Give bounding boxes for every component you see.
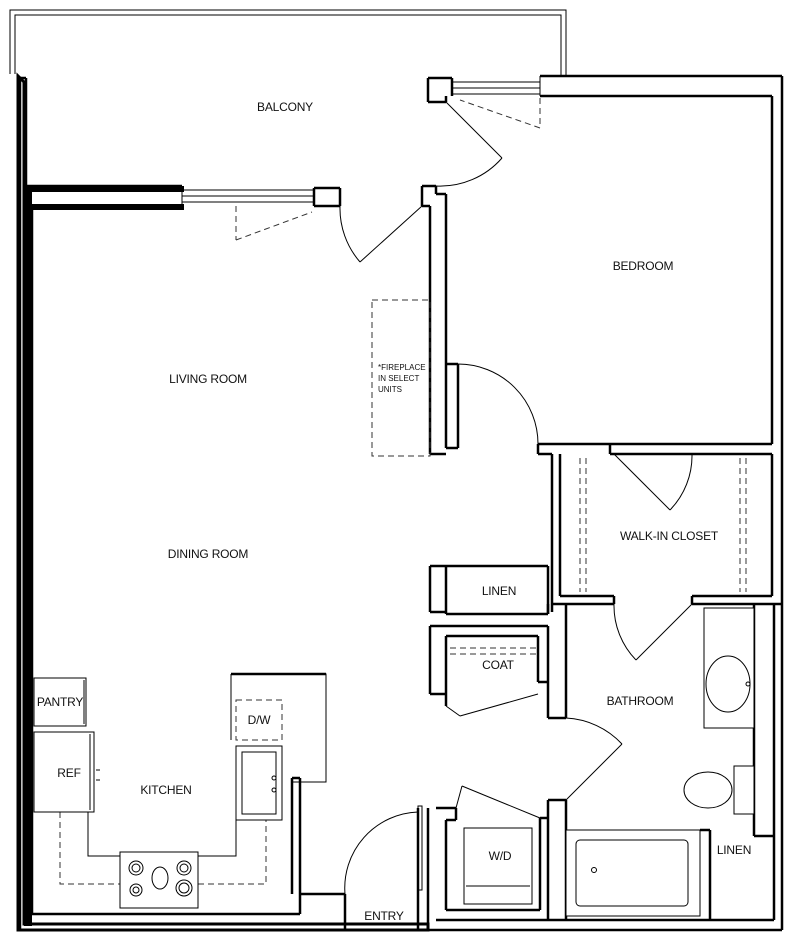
fireplace-note-line-2: IN SELECT xyxy=(378,374,419,383)
bedroom-label: BEDROOM xyxy=(613,259,674,273)
balcony-label: BALCONY xyxy=(257,100,313,114)
dining-room-label: DINING ROOM xyxy=(168,547,249,561)
ref-label: REF xyxy=(57,766,80,780)
walk-in-closet-label: WALK-IN CLOSET xyxy=(620,529,719,543)
fireplace-outline xyxy=(371,299,431,457)
pantry-label: PANTRY xyxy=(37,695,84,709)
door-swings xyxy=(339,101,693,895)
kitchen-fixtures xyxy=(33,673,327,909)
fireplace-note-line-1: *FIREPLACE xyxy=(378,363,426,372)
bath-linen-label: LINEN xyxy=(717,843,751,857)
linen-label: LINEN xyxy=(482,584,516,598)
coat-label: COAT xyxy=(482,658,515,672)
washer-dryer xyxy=(463,827,533,905)
closet-rods xyxy=(450,458,747,655)
living-room-label: LIVING ROOM xyxy=(169,372,247,386)
bathroom-fixtures xyxy=(565,607,755,917)
dishwasher-label: D/W xyxy=(248,713,272,727)
walls xyxy=(18,74,784,932)
sliding-doors xyxy=(235,98,541,241)
entry-label: ENTRY xyxy=(364,909,404,923)
windows xyxy=(181,76,541,208)
washer-dryer-label: W/D xyxy=(489,849,512,863)
balcony-railing xyxy=(9,9,567,76)
kitchen-label: KITCHEN xyxy=(140,783,191,797)
fireplace-note-line-3: UNITS xyxy=(378,385,402,394)
bathroom-label: BATHROOM xyxy=(607,694,674,708)
